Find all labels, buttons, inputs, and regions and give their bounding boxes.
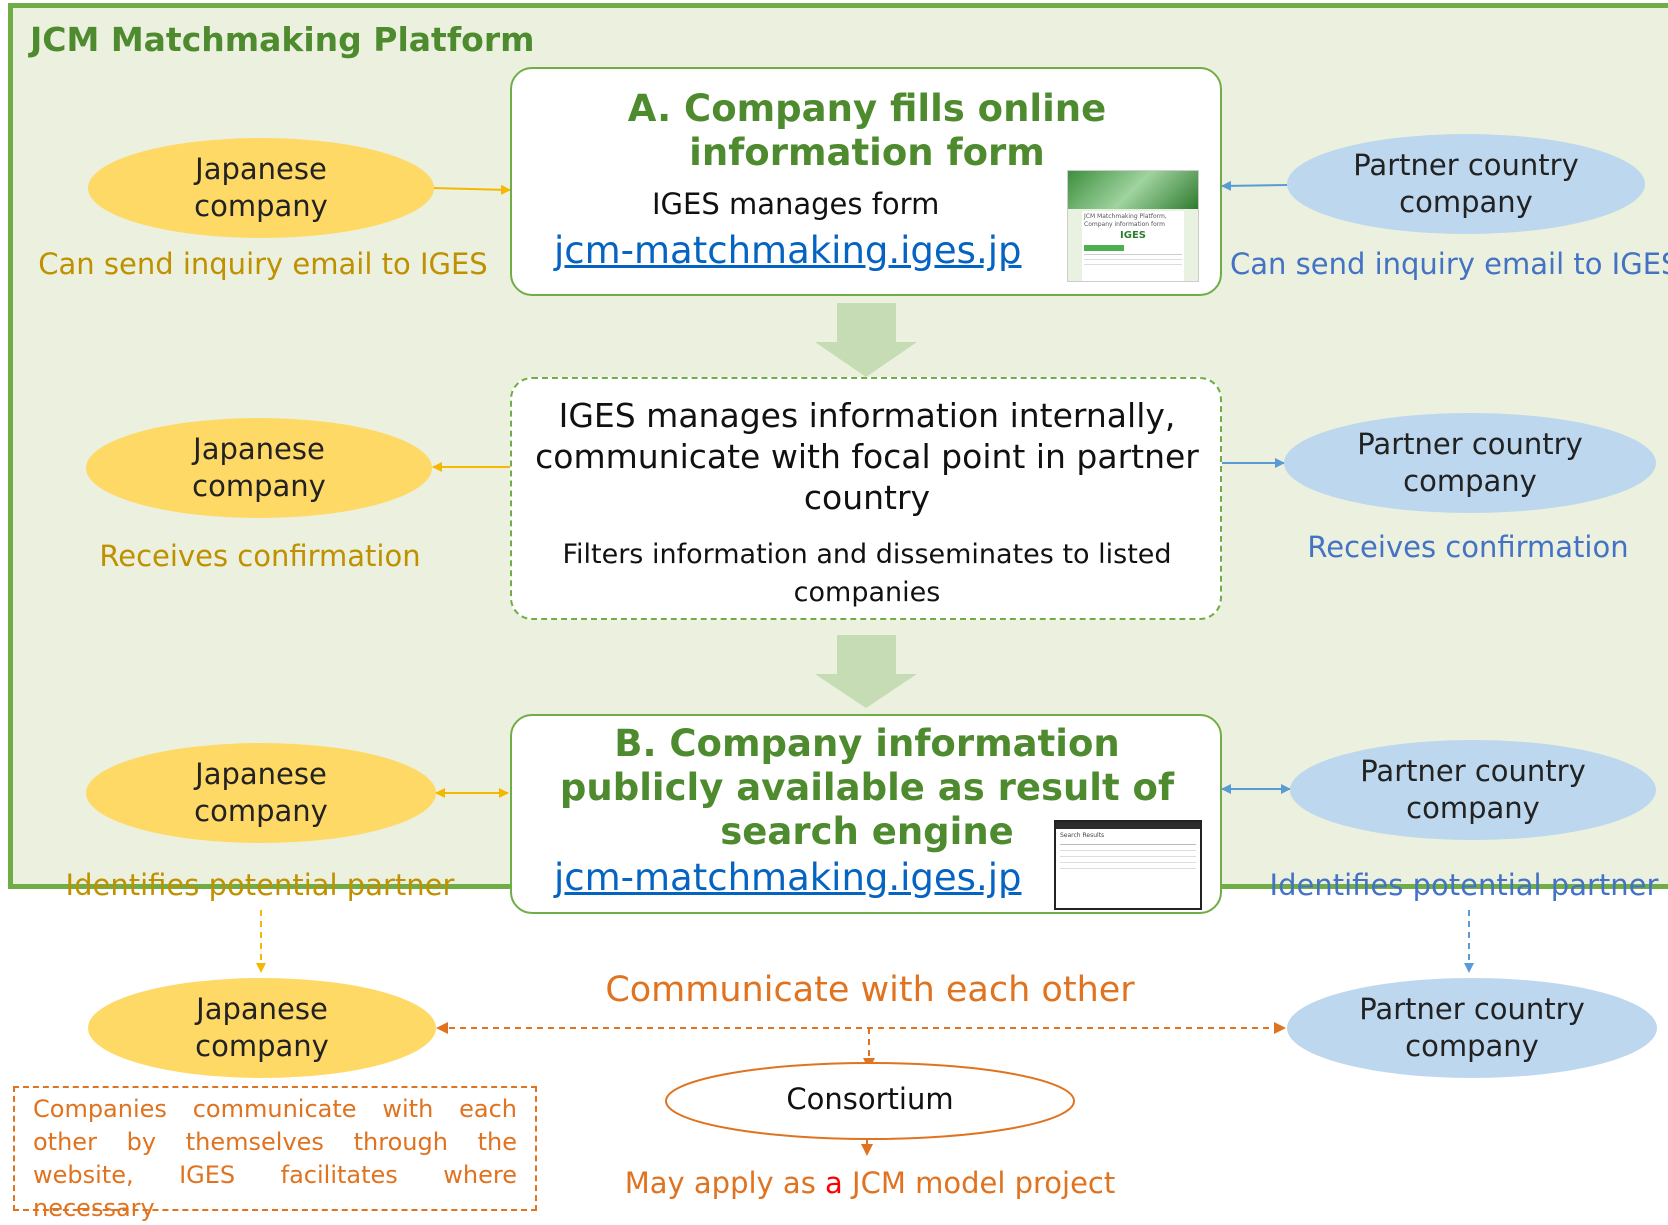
partner-company-node: Partner country company [1287, 134, 1645, 234]
japanese-identifies-caption: Identifies potential partner [65, 868, 455, 902]
stage-internal-title: IGES manages information internally, com… [535, 396, 1199, 517]
partner-identifies-caption: Identifies potential partner [1269, 868, 1659, 902]
thumbnail-form-heading: JCM Matchmaking Platform, Company inform… [1084, 213, 1167, 228]
form-screenshot-thumbnail: JCM Matchmaking Platform, Company inform… [1067, 170, 1199, 282]
stage-a-link[interactable]: jcm-matchmaking.iges.jp [554, 229, 1022, 272]
stage-a-subtitle: IGES manages form [652, 187, 940, 221]
japanese-company-node: Japanese company [88, 138, 434, 238]
communicate-label: Communicate with each other [605, 970, 1135, 1010]
arrow-jp-to-form [431, 184, 511, 195]
consortium-label: Consortium [786, 1082, 954, 1116]
flow-arrow-2 [815, 635, 917, 708]
arrow-pc-to-form [1221, 180, 1288, 191]
communication-note-box: Companies communicate with each other by… [13, 1086, 537, 1222]
japanese-company-label-2: Japanese company [192, 432, 326, 503]
stage-internal-box: IGES manages information internally, com… [510, 377, 1222, 620]
japanese-confirmation-caption: Receives confirmation [99, 539, 421, 573]
thumbnail-banner [1068, 171, 1198, 209]
thumbnail-form-card: JCM Matchmaking Platform, Company inform… [1082, 211, 1184, 281]
japanese-company-node-3: Japanese company [86, 743, 436, 843]
partner-company-node-2: Partner country company [1284, 413, 1656, 513]
partner-company-label-2: Partner country company [1357, 427, 1583, 498]
consortium-shape [665, 1062, 1075, 1140]
thumbnail-search-heading: Search Results [1060, 832, 1105, 839]
thumbnail-topbar [1056, 822, 1200, 829]
apply-text-post: JCM model project [842, 1166, 1116, 1200]
apply-label: May apply as a JCM model project [560, 1166, 1180, 1200]
partner-inquiry-caption: Can send inquiry email to IGES [1230, 247, 1668, 281]
japanese-company-label-3: Japanese company [194, 757, 328, 828]
stage-b-box: B. Company information publicly availabl… [510, 714, 1222, 914]
stage-a-title: A. Company fills online information form [627, 87, 1107, 174]
stage-internal-subtitle: Filters information and disseminates to … [562, 539, 1172, 608]
japanese-company-label: Japanese company [194, 152, 328, 223]
stage-b-title: B. Company information publicly availabl… [559, 722, 1175, 853]
flow-arrow-1 [815, 303, 917, 377]
partner-company-label: Partner country company [1353, 148, 1579, 219]
stage-b-link[interactable]: jcm-matchmaking.iges.jp [554, 856, 1022, 899]
partner-company-node-4: Partner country company [1287, 978, 1657, 1078]
platform-title: JCM Matchmaking Platform [30, 20, 535, 59]
japanese-company-label-4: Japanese company [195, 992, 329, 1063]
communication-note-text: Companies communicate with each other by… [33, 1095, 517, 1222]
partner-company-label-3: Partner country company [1360, 754, 1586, 825]
japanese-company-node-2: Japanese company [86, 418, 432, 518]
stage-a-box: A. Company fills online information form… [510, 67, 1222, 296]
search-results-thumbnail: Search Results [1054, 820, 1202, 910]
japanese-inquiry-caption: Can send inquiry email to IGES [38, 247, 488, 281]
apply-text-highlight: a [825, 1166, 843, 1200]
iges-logo: IGES [1120, 230, 1146, 241]
apply-text-pre: May apply as [624, 1166, 826, 1200]
partner-company-node-3: Partner country company [1290, 740, 1656, 840]
partner-company-label-4: Partner country company [1359, 992, 1585, 1063]
partner-confirmation-caption: Receives confirmation [1307, 530, 1629, 564]
japanese-company-node-4: Japanese company [88, 978, 436, 1078]
